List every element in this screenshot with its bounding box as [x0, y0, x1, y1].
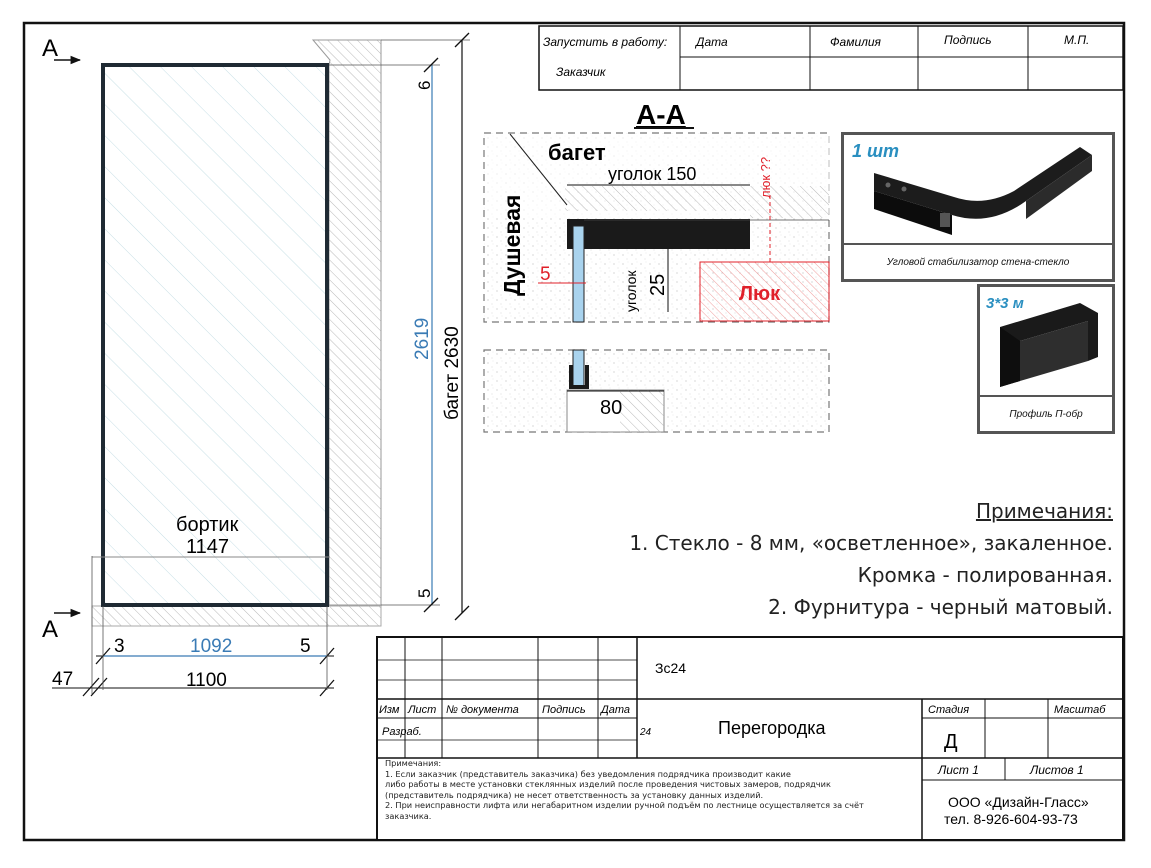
stabilizer-photo-box: 1 шт Угловой стабилизатор стена-стекло [841, 132, 1115, 282]
bortik-label: бортик [176, 514, 239, 536]
footnotes: Примечания: 1. Если заказчик (представит… [385, 758, 915, 821]
bottom-gap: 5 [415, 589, 434, 598]
gap-label: 5 [540, 264, 551, 285]
glass-section-lower [572, 349, 585, 387]
height-dim: 2619 [412, 318, 433, 360]
hatch-question: люк ?? [758, 157, 773, 198]
developer-label: Разраб. [382, 726, 422, 738]
product-name: Перегородка [718, 718, 827, 738]
section-mark-bottom: A [42, 616, 58, 643]
section-title: А-А [636, 99, 686, 130]
offset: 47 [52, 669, 73, 690]
scale-label: Масштаб [1054, 704, 1106, 716]
stamp-header: М.П. [1064, 33, 1089, 47]
drawing-code: Зс24 [655, 660, 686, 676]
corner-side-label: уголок [623, 270, 639, 312]
notes-block: Примечания: 1. Стекло - 8 мм, «осветленн… [629, 495, 1113, 623]
sheet-count: Листов 1 [1029, 763, 1084, 777]
profile-caption: Профиль П-обр [980, 395, 1112, 431]
col-list: Лист [407, 704, 436, 716]
corner-top: уголок 150 [608, 164, 696, 184]
section-mark-top: A [42, 35, 58, 62]
stage-label: Стадия [928, 704, 969, 716]
company-name: ООО «Дизайн-Гласс» [948, 794, 1089, 810]
glass-panel [101, 63, 329, 607]
col-izm: Изм [379, 704, 400, 716]
baget-dim: багет 2630 [442, 326, 463, 420]
surname-header: Фамилия [830, 35, 882, 49]
col-sign: Подпись [542, 704, 586, 716]
ceiling-hatch [565, 186, 829, 218]
corner-vertical [567, 219, 575, 249]
profile-qty: 3*3 м [986, 295, 1024, 312]
stabilizer-qty: 1 шт [852, 141, 900, 161]
section-view: А-А багет Душевая уголок 150 уголок 25 Л… [483, 99, 830, 433]
tick [423, 597, 439, 613]
footnote-title: Примечания: [385, 758, 442, 768]
stabilizer-caption: Угловой стабилизатор стена-стекло [844, 243, 1112, 279]
width-total: 1100 [186, 670, 227, 691]
stage-value: Д [944, 731, 958, 753]
stabilizer-image [874, 147, 1092, 235]
note-line-1: 1. Стекло - 8 мм, «осветленное», закален… [629, 531, 1113, 555]
hatch-box [699, 261, 830, 322]
signature-header: Подпись [944, 33, 992, 47]
width-left: 3 [114, 636, 125, 657]
baget-label: багет [548, 140, 606, 165]
title-block: Зс24 Изм Лист № документа Подпись Дата Р… [376, 636, 1124, 841]
shower-label: Душевая [499, 195, 525, 296]
width-right: 5 [300, 636, 311, 657]
top-gap: 6 [415, 81, 434, 90]
start-label: Запустить в работу: [543, 35, 667, 49]
company-phone: тел. 8-926-604-93-73 [944, 811, 1078, 827]
sheet-number: Лист 1 [937, 763, 979, 777]
width-glass: 1092 [190, 636, 232, 657]
glass-section [572, 225, 585, 323]
footnote-line: 2. При неисправности лифта или негабарит… [385, 800, 864, 810]
tick [82, 677, 100, 697]
elevation-view: A A 2619 багет 2630 6 5 бортик 1147 3 10… [42, 32, 470, 697]
date-header: Дата [694, 35, 728, 49]
profile-image [1000, 303, 1098, 387]
u-profile [569, 365, 589, 389]
tick [454, 32, 470, 48]
corner-side-value: 25 [647, 274, 669, 296]
note-line-3: 2. Фурнитура - черный матовый. [768, 595, 1113, 619]
col-date: Дата [599, 704, 630, 716]
corner-bracket [567, 219, 750, 249]
floor-hatch [91, 605, 382, 627]
col-doc: № документа [446, 704, 519, 716]
threshold-hatch [620, 390, 664, 432]
footnote-line: заказчика. [385, 810, 432, 821]
profile-photo-box: 3*3 м Профиль П-обр [977, 284, 1115, 434]
tick [454, 605, 470, 621]
tick [423, 57, 439, 73]
notes-title: Примечания: [975, 499, 1113, 523]
note-line-2: Кромка - полированная. [857, 563, 1113, 587]
approval-table: Запустить в работу: Заказчик Дата Фамили… [538, 25, 1124, 91]
baget-leader [509, 133, 568, 206]
footnote-line: либо работы в месте установки стеклянных… [385, 779, 831, 789]
profile-width: 80 [600, 397, 622, 419]
date-fragment: 24 [639, 727, 652, 738]
footnote-line: (представитель подрядчика) не несет отве… [385, 789, 764, 800]
footnote-line: 1. Если заказчик (представитель заказчик… [385, 768, 791, 779]
bortik-value: 1147 [186, 536, 229, 558]
tick [90, 677, 108, 697]
hatch-label: Люк [739, 283, 781, 305]
customer-label: Заказчик [556, 65, 607, 79]
